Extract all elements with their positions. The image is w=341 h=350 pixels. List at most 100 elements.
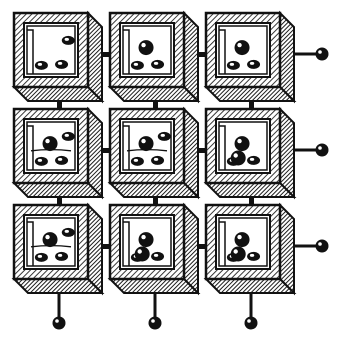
- horizontal-link: [196, 52, 210, 57]
- void-highlight: [64, 229, 69, 233]
- lattice-cell: [107, 106, 201, 200]
- cell-window: [26, 25, 76, 75]
- void-highlight: [153, 61, 159, 65]
- ball-highlight: [233, 249, 238, 254]
- bottom-terminal-knob: [52, 316, 66, 330]
- ball: [42, 232, 58, 248]
- ball-highlight: [141, 42, 146, 48]
- lattice-cell: [11, 106, 105, 200]
- right-terminal-highlight: [318, 50, 322, 54]
- lattice-cell: [107, 10, 201, 104]
- void-highlight: [160, 133, 165, 137]
- cell-inner-corner: [123, 29, 130, 74]
- cell-inner-contour: [30, 244, 72, 248]
- void-highlight: [153, 253, 159, 257]
- ball: [234, 232, 250, 248]
- cell-bottom-face: [107, 278, 201, 294]
- cell-bottom-face: [203, 182, 297, 198]
- cell-inner-corner: [27, 221, 34, 266]
- lattice-cell: [107, 202, 201, 296]
- void-highlight: [153, 157, 159, 161]
- cell-inner-contour: [30, 148, 72, 152]
- ball: [234, 136, 250, 152]
- cell-inner-corner: [27, 29, 34, 74]
- connector-layer: [57, 52, 254, 249]
- right-terminal-highlight: [318, 242, 322, 246]
- ball-highlight: [233, 153, 238, 158]
- cell-inner-corner: [123, 221, 130, 266]
- void-highlight: [57, 61, 63, 65]
- horizontal-link: [196, 148, 210, 153]
- bottom-terminal-highlight: [151, 319, 155, 323]
- ball: [134, 246, 150, 262]
- lattice-cell: [203, 10, 297, 104]
- cell-inner-corner: [219, 221, 226, 266]
- void-highlight: [249, 157, 255, 161]
- void-highlight: [229, 62, 235, 66]
- cell-bottom-face: [11, 278, 105, 294]
- ball-highlight: [141, 234, 146, 240]
- void-highlight: [249, 253, 255, 257]
- vertical-link: [153, 195, 158, 209]
- bottom-terminal-highlight: [55, 319, 59, 323]
- right-terminal-knob: [315, 239, 329, 253]
- bottom-terminal-knob: [244, 316, 258, 330]
- ball-highlight: [137, 249, 142, 254]
- void-highlight: [64, 37, 69, 41]
- ball: [234, 40, 250, 56]
- ball: [230, 150, 246, 166]
- cell-inner-corner: [219, 29, 226, 74]
- cell-bottom-face: [11, 86, 105, 102]
- cells-layer: [11, 10, 297, 296]
- horizontal-link: [196, 244, 210, 249]
- void-highlight: [57, 157, 63, 161]
- ball: [230, 246, 246, 262]
- vertical-link: [57, 195, 62, 209]
- vertical-link: [153, 99, 158, 113]
- vertical-link: [57, 99, 62, 113]
- ball-highlight: [45, 138, 50, 144]
- bottom-terminal-knob: [148, 316, 162, 330]
- horizontal-link: [100, 244, 114, 249]
- ball-highlight: [237, 42, 242, 48]
- void-highlight: [64, 133, 69, 137]
- ball-highlight: [141, 138, 146, 144]
- void-highlight: [37, 62, 43, 66]
- cell-inner-corner: [219, 125, 226, 170]
- lattice-cell: [11, 10, 105, 104]
- cell-bottom-face: [11, 182, 105, 198]
- horizontal-link: [100, 52, 114, 57]
- horizontal-link: [100, 148, 114, 153]
- lattice-cell: [203, 106, 297, 200]
- void-highlight: [37, 254, 43, 258]
- ball-highlight: [237, 234, 242, 240]
- cell-inner-contour: [126, 148, 168, 152]
- lattice-cell: [203, 202, 297, 296]
- cell-bottom-face: [203, 278, 297, 294]
- void-highlight: [37, 158, 43, 162]
- cell-bottom-face: [107, 86, 201, 102]
- vertical-link: [249, 195, 254, 209]
- bottom-terminal-highlight: [247, 319, 251, 323]
- void-highlight: [57, 253, 63, 257]
- ball-highlight: [45, 234, 50, 240]
- ball: [138, 136, 154, 152]
- cell-bottom-face: [203, 86, 297, 102]
- ball: [138, 232, 154, 248]
- cell-inner-corner: [27, 125, 34, 170]
- ball: [42, 136, 58, 152]
- terminal-layer: [52, 47, 329, 330]
- vertical-link: [249, 99, 254, 113]
- ball: [138, 40, 154, 56]
- void-highlight: [249, 61, 255, 65]
- ball-highlight: [237, 138, 242, 144]
- right-terminal-knob: [315, 143, 329, 157]
- right-terminal-knob: [315, 47, 329, 61]
- right-terminal-highlight: [318, 146, 322, 150]
- lattice-cell: [11, 202, 105, 296]
- cell-bottom-face: [107, 182, 201, 198]
- cell-inner-corner: [123, 125, 130, 170]
- void-highlight: [133, 158, 139, 162]
